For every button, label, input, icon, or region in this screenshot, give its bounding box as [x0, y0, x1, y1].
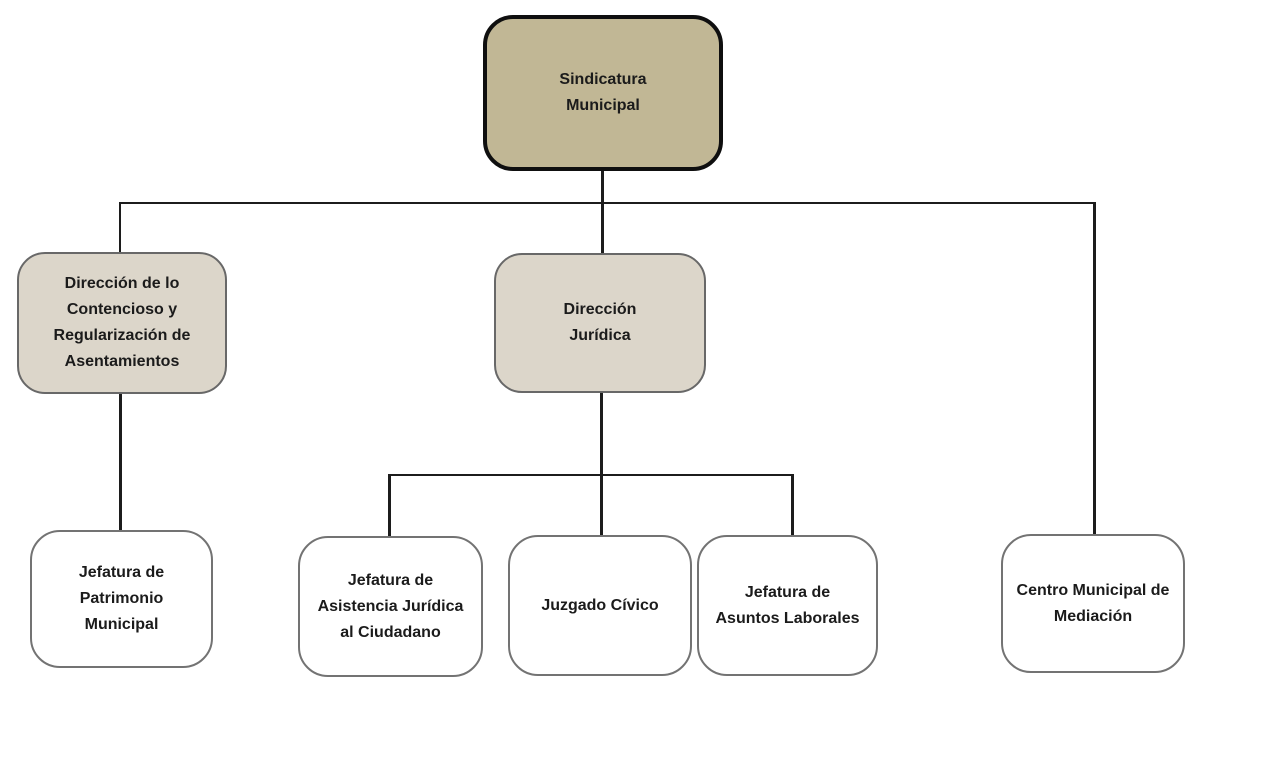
org-node-direccion-contencioso: Dirección de lo Contencioso y Regulariza…	[17, 252, 227, 394]
connector-patrimonio-drop	[119, 393, 122, 531]
org-node-jefatura-asistencia-juridica: Jefatura de Asistencia Jurídica al Ciuda…	[298, 536, 483, 677]
connector-laborales-drop	[791, 474, 794, 536]
connector-level1-horizontal	[119, 202, 1096, 204]
connector-juzgado-drop	[600, 474, 603, 536]
connector-juridica-drop	[600, 392, 603, 476]
org-node-jefatura-asuntos-laborales: Jefatura de Asuntos Laborales	[697, 535, 878, 676]
org-node-centro-municipal-mediacion: Centro Municipal de Mediación	[1001, 534, 1185, 673]
connector-root-drop	[601, 168, 604, 254]
org-node-jefatura-patrimonio-municipal: Jefatura de Patrimonio Municipal	[30, 530, 213, 668]
connector-contencioso-drop	[119, 202, 121, 253]
org-node-juzgado-civico: Juzgado Cívico	[508, 535, 692, 676]
org-node-direccion-juridica: Dirección Jurídica	[494, 253, 706, 393]
connector-level2-horizontal	[388, 474, 794, 476]
org-node-sindicatura-municipal: Sindicatura Municipal	[483, 15, 723, 171]
connector-mediacion-drop	[1093, 202, 1096, 535]
connector-asistencia-drop	[388, 474, 391, 538]
